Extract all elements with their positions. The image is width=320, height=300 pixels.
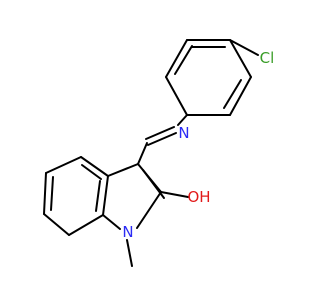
- benzo-bond-3: [43, 172, 47, 215]
- ring-bond-5: [165, 39, 188, 78]
- benzo-bond-1: [68, 214, 104, 236]
- c-cl-bond: [229, 39, 259, 56]
- benzo-bond-0: [102, 175, 109, 216]
- ring-bond-2: [229, 76, 252, 116]
- c-n-bond: [177, 114, 188, 126]
- c2-n-bond: [136, 191, 162, 229]
- imine-nitrogen-label: N: [178, 124, 189, 142]
- ring-double-bond-2: [174, 45, 193, 75]
- ring-bond-4: [165, 76, 188, 116]
- ring-nitrogen-label: N: [122, 223, 133, 241]
- benzo-double-bond-1: [50, 176, 54, 211]
- bonds: [43, 39, 259, 267]
- c-c3-bond: [137, 142, 148, 165]
- benzo-bond-2: [43, 213, 70, 236]
- hydroxyl-label: OH: [187, 188, 210, 206]
- ring-bond-1: [229, 39, 252, 78]
- benzo-bond-5: [80, 156, 109, 177]
- n-c7a-bond: [102, 214, 121, 230]
- chlorine-label: Cl: [260, 49, 275, 67]
- benzo-double-bond-2: [81, 164, 102, 180]
- molecule-structure: Cl N OH N: [43, 39, 274, 267]
- c3-c3a-bond: [107, 163, 139, 177]
- benzo-double-bond-0: [95, 180, 101, 212]
- n-methyl-bond: [126, 239, 133, 267]
- benzo-bond-4: [45, 156, 82, 174]
- atom-labels: Cl N OH N: [122, 49, 274, 241]
- n-c-bond: [147, 132, 177, 146]
- n-c-double-bond: [145, 126, 175, 140]
- c2-o-bond: [160, 191, 189, 198]
- ring-double-bond-1: [223, 79, 242, 109]
